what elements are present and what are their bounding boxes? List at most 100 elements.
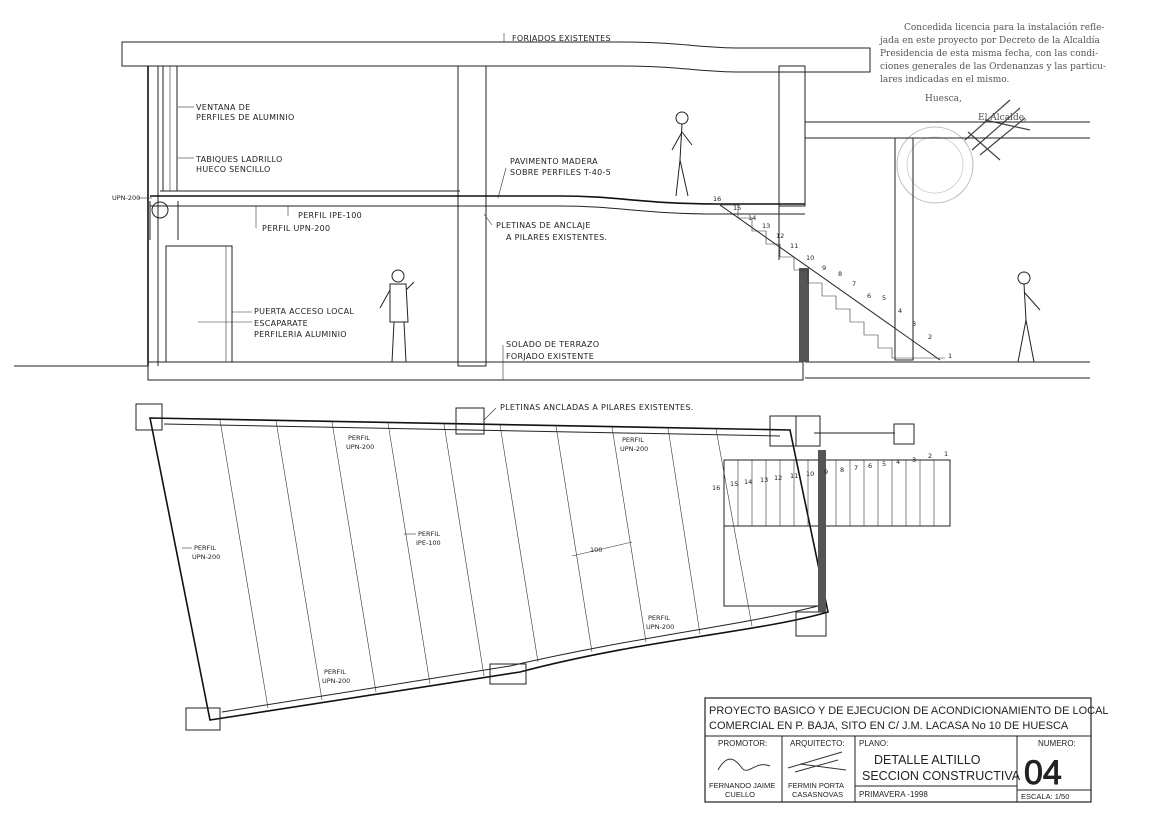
- label-plan-upn-right-1: PERFIL: [648, 614, 670, 622]
- label-pletinas-1: PLETINAS DE ANCLAJE: [496, 221, 591, 230]
- plan-pillar: [135, 403, 163, 431]
- section-drawing: FORJADOS EXISTENTES: [14, 33, 1090, 381]
- label-puerta: PUERTA ACCESO LOCAL: [254, 307, 354, 316]
- label-plan-upn-bottom-2: UPN-200: [322, 677, 350, 685]
- promotor-label: PROMOTOR:: [718, 739, 767, 748]
- plano-date: PRIMAVERA -1998: [859, 790, 928, 799]
- escala-label: ESCALA: 1/50: [1021, 792, 1069, 801]
- plan-drawing: 16 15 14 13 12 11 10 9 8 7 6 5 4 3 2 1 1…: [135, 403, 951, 731]
- existing-upper-slab: [121, 41, 871, 73]
- label-escaparate-1: ESCAPARATE: [254, 319, 308, 328]
- stair-number: 16: [713, 195, 721, 203]
- mezzanine-floor-top: [150, 195, 805, 205]
- stamp-signer: El Alcalde,: [978, 113, 1027, 123]
- label-pletinas-2: A PILARES EXISTENTES.: [506, 233, 607, 242]
- stamp-line-2: jada en este proyecto por Decreto de la …: [879, 35, 1101, 46]
- label-plan-upn-bottom-1: PERFIL: [324, 668, 346, 676]
- arquitecto-signature: [787, 751, 847, 773]
- label-pletinas-plan: PLETINAS ANCLADAS A PILARES EXISTENTES.: [500, 403, 694, 412]
- plan-stair-wall: [818, 450, 826, 612]
- plan-pillar: [489, 663, 527, 685]
- stair-number: 9: [822, 264, 826, 272]
- existing-ground-slab: [147, 361, 804, 381]
- stair-number: 5: [882, 460, 886, 468]
- stair-side-wall: [799, 268, 809, 362]
- seal-outline: [896, 126, 974, 204]
- stamp-line-4: ciones generales de las Ordenanzas y las…: [880, 62, 1106, 72]
- arquitecto-name-2: CASASNOVAS: [792, 790, 843, 799]
- stair-number: 8: [840, 466, 844, 474]
- stair-stringer: [719, 204, 941, 361]
- stair-number: 10: [806, 470, 814, 478]
- stair-numbers-plan: 16 15 14 13 12 11 10 9 8 7 6 5 4 3 2 1: [712, 450, 948, 492]
- joist: [555, 425, 593, 653]
- dimension-line: [571, 541, 633, 557]
- ipe-joists: [219, 419, 753, 709]
- stair-number: 6: [867, 292, 871, 300]
- joist: [387, 422, 431, 685]
- plan-pillar: [185, 707, 221, 731]
- seal-inner: [906, 136, 964, 194]
- stair-number: 14: [744, 478, 752, 486]
- stair-number: 2: [928, 452, 932, 460]
- sheet-number: 04: [1024, 754, 1062, 792]
- label-pavimento-1: PAVIMENTO MADERA: [510, 157, 598, 166]
- plan-top-beam: [163, 423, 781, 437]
- plan-stair: [723, 459, 951, 527]
- label-plan-upn-left-1: PERFIL: [194, 544, 216, 552]
- stamp-place: Huesca,: [925, 94, 962, 104]
- stair-number: 12: [776, 232, 784, 240]
- promotor-name-2: CUELLO: [725, 790, 755, 799]
- label-pavimento-2: SOBRE PERFILES T-40-5: [510, 168, 611, 177]
- stair-number: 12: [774, 474, 782, 482]
- stair-number: 11: [790, 242, 798, 250]
- plan-stair-treads: [737, 460, 935, 526]
- label-plan-upn-right-2: UPN-200: [646, 623, 674, 631]
- label-plan-upn-b-2: UPN-200: [620, 445, 648, 453]
- stair-number: 4: [896, 458, 900, 466]
- stair-number: 13: [762, 222, 770, 230]
- mezzanine-floor-bottom: [150, 205, 805, 215]
- joist: [275, 420, 323, 701]
- dimension-value: 100: [590, 546, 602, 554]
- scale-figure-man-ground: [379, 269, 415, 363]
- plan-stair-landing: [723, 525, 821, 607]
- stair-number: 14: [748, 214, 756, 222]
- stair-number: 5: [882, 294, 886, 302]
- stair-number: 13: [760, 476, 768, 484]
- upn-beam-section: [151, 201, 169, 219]
- stair-number: 15: [730, 480, 738, 488]
- municipal-license-stamp: Concedida licencia para la instalación r…: [879, 22, 1106, 204]
- leader-pavimento: [497, 167, 507, 199]
- label-solado: SOLADO DE TERRAZO: [506, 340, 599, 349]
- leader-pletinas-plan: [483, 407, 497, 421]
- arquitecto-label: ARQUITECTO:: [790, 739, 845, 748]
- title-block-frame: [704, 697, 1092, 803]
- title-block: PROYECTO BASICO Y DE EJECUCION DE ACONDI…: [704, 697, 1109, 803]
- stair-number: 3: [912, 320, 916, 328]
- label-upn-left: UPN-200: [112, 194, 140, 202]
- signature-scribble: [964, 99, 1031, 161]
- stair-number: 8: [838, 270, 842, 278]
- stair-number: 9: [824, 468, 828, 476]
- numero-label: NUMERO:: [1038, 739, 1076, 748]
- stair-number: 7: [852, 280, 856, 288]
- scale-figure-woman-mezzanine: [671, 111, 693, 197]
- label-plan-ipe-1: PERFIL: [418, 530, 440, 538]
- arquitecto-name-1: FERMIN PORTA: [788, 781, 844, 790]
- stair-number: 3: [912, 456, 916, 464]
- label-perfil-ipe: PERFIL IPE-100: [298, 211, 362, 220]
- stair-number: 15: [733, 204, 741, 212]
- leader-pletinas: [483, 213, 493, 226]
- stair-numbers-section: 1 2 3 4 5 6 7 8 9 10 11 12 13 14 15 16: [713, 195, 952, 360]
- stair-number: 7: [854, 464, 858, 472]
- label-plan-upn-b-1: PERFIL: [622, 436, 644, 444]
- label-forjados-existentes: FORJADOS EXISTENTES: [512, 34, 611, 43]
- plan-bottom-beam: [221, 605, 819, 713]
- plano-title-2: SECCION CONSTRUCTIVA: [862, 769, 1021, 783]
- stair-number: 10: [806, 254, 814, 262]
- label-perfil-upn: PERFIL UPN-200: [262, 224, 330, 233]
- plano-title-1: DETALLE ALTILLO: [874, 753, 981, 767]
- joist: [715, 428, 753, 627]
